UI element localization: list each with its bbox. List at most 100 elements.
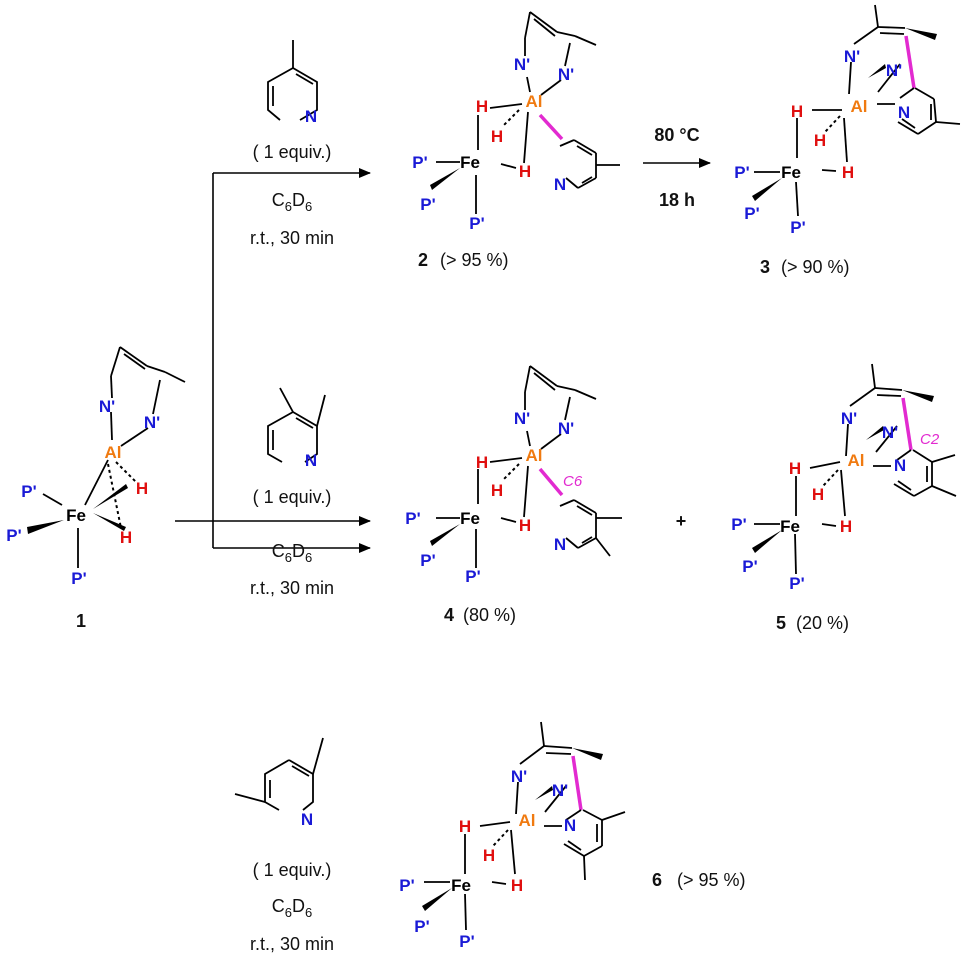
compound-yield: (> 95 %) [440,250,509,270]
temperature-label: 80 °C [654,125,699,145]
n-atom: N' [552,781,568,800]
al-atom: Al [105,443,122,462]
h-atom: H [840,517,852,536]
h-atom: H [136,479,148,498]
h-atom: H [491,481,503,500]
equiv-label: ( 1 equiv.) [253,142,332,162]
compound-number: 3 [760,257,770,277]
al-atom: Al [526,92,543,111]
conditions-bottom: ( 1 equiv.) [253,860,332,880]
h-atom: H [789,459,801,478]
n-atom: N [564,816,576,835]
h-atom: H [511,876,523,895]
plus-sign: + [676,511,687,531]
p-atom: P' [412,153,427,172]
new-al-c-bond [538,113,564,141]
n-atom: N' [558,65,574,84]
p-atom: P' [465,567,480,586]
compound-2: N' N' Al Fe H H H N P' P' P' [412,11,620,233]
step2-conditions: 80 °C 18 h [654,125,699,210]
conditions-bottom-lower: C6D6 r.t., 30 min [250,896,334,954]
p-atom: P' [734,163,749,182]
reagent-3-5-lutidine: N [234,737,324,829]
fe-atom: Fe [460,509,480,528]
h-atom: H [476,97,488,116]
conditions-top: ( 1 equiv.) C6D6 r.t., 30 min [250,142,334,248]
n-atom: N [554,175,566,194]
time-label: 18 h [659,190,695,210]
p-atom: P' [399,876,414,895]
n-atom: N' [514,55,530,74]
new-c-c-bond [571,755,583,811]
n-atom: N' [882,423,898,442]
compound-yield: (20 %) [796,613,849,633]
n-atom: N' [514,409,530,428]
p-atom: P' [21,482,36,501]
compound-6: N' N' Al Fe H H H N P' P' P' [399,721,626,951]
compound-yield: (80 %) [463,605,516,625]
p-atom: P' [789,574,804,593]
p-atom: P' [420,195,435,214]
p-atom: P' [731,515,746,534]
c6-site-label: C6 [563,473,583,490]
h-atom: H [476,453,488,472]
n-atom: N [898,103,910,122]
reagent-3-4-lutidine: N [267,387,326,470]
al-atom: Al [519,811,536,830]
n-atom: N [554,535,566,554]
p-atom: P' [71,569,86,588]
new-al-c6-bond [538,467,564,497]
equiv-label: ( 1 equiv.) [253,860,332,880]
compound-2-label: 2 (> 95 %) [418,250,509,270]
h-atom: H [519,516,531,535]
compound-1-label: 1 [76,611,86,631]
p-atom: P' [414,917,429,936]
fe-atom: Fe [66,506,86,525]
p-atom: P' [790,218,805,237]
n-atom: N' [144,413,160,432]
n-atom: N' [511,767,527,786]
p-atom: P' [744,204,759,223]
h-atom: H [519,162,531,181]
p-atom: P' [469,214,484,233]
solvent-label: C6D6 [272,190,312,214]
compound-number: 1 [76,611,86,631]
h-atom: H [812,485,824,504]
new-c2-c-bond [901,397,913,451]
compound-yield: (> 90 %) [781,257,850,277]
h-atom: H [483,846,495,865]
conditions-middle: ( 1 equiv.) C6D6 r.t., 30 min [250,487,334,598]
n-atom: N' [558,419,574,438]
conditions-label: r.t., 30 min [250,578,334,598]
h-atom: H [491,127,503,146]
compound-4-label: 4 (80 %) [444,605,516,625]
conditions-label: r.t., 30 min [250,934,334,954]
n-atom: N [305,107,317,126]
compound-3-label: 3 (> 90 %) [760,257,850,277]
solvent-label: C6D6 [272,541,312,565]
h-atom: H [814,131,826,150]
h-atom: H [842,163,854,182]
reaction-arrows [175,158,711,553]
solvent-label: C6D6 [272,896,312,920]
compound-1: N' N' Al Fe H H P' P' P' [6,346,186,588]
n-atom: N [305,451,317,470]
fe-atom: Fe [780,517,800,536]
fe-atom: Fe [781,163,801,182]
c2-site-label: C2 [920,431,940,448]
h-atom: H [120,528,132,547]
new-c-c-bond [904,35,916,89]
compound-4: N' N' Al Fe H H H N C6 P' P' P' [405,365,622,586]
p-atom: P' [420,551,435,570]
h-atom: H [791,102,803,121]
n-atom: N' [844,47,860,66]
compound-3: N' N' Al Fe H H H N P' P' P' [734,4,961,237]
compound-5: N' N' Al Fe H H H N C2 P' P' P' [731,363,957,593]
al-atom: Al [526,446,543,465]
compound-yield: (> 95 %) [677,870,746,890]
n-atom: N' [99,397,115,416]
p-atom: P' [6,526,21,545]
conditions-label: r.t., 30 min [250,228,334,248]
compound-number: 4 [444,605,454,625]
